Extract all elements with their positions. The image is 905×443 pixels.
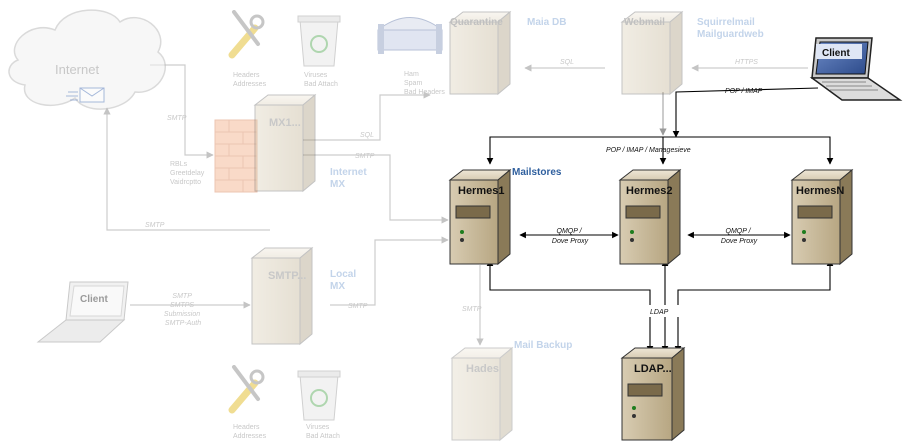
virus-bottom-label: Viruses Bad Attach <box>306 424 340 440</box>
internet-mx-label: Internet MX <box>330 167 369 190</box>
tools-bottom-icon <box>228 365 265 414</box>
ldap-link-label-bg <box>649 305 679 317</box>
internet-cloud <box>8 9 166 110</box>
internet-label: Internet <box>55 62 99 77</box>
rbl-labels: RBLs Greetdelay Vaidrcptto <box>170 161 206 186</box>
webmail-apps-label: Squirrelmail Mailguardweb <box>697 17 764 40</box>
quarantine-chest-icon <box>377 17 443 54</box>
ldap-server-label: LDAP... <box>634 363 672 375</box>
firewall-icon <box>214 119 258 193</box>
hermes2-label: Hermes2 <box>626 185 672 197</box>
client-right-label: Client <box>822 48 850 59</box>
pop-imap-label: POP / IMAP <box>725 88 763 95</box>
ldap-server-icon <box>620 346 686 442</box>
laptop-icon-faded <box>36 281 129 343</box>
client-screen-label-bg <box>816 44 862 59</box>
hermes1-label: Hermes1 <box>458 185 504 197</box>
local-mx-label: Local MX <box>330 269 359 292</box>
qmqp-label-left: QMQP / Dove Proxy <box>552 228 589 245</box>
mx-server-label: MX1... <box>269 117 301 129</box>
hermes2-server-icon <box>618 168 682 266</box>
webmail-label: Webmail <box>624 17 665 28</box>
tools-top-label: Headers Addresses <box>233 72 267 88</box>
hermes1-server-icon <box>448 168 512 266</box>
smtp-backup-label: SMTP <box>462 306 482 313</box>
smtp-local-label: SMTP <box>348 303 368 310</box>
smtp-mx-label: SMTP <box>355 153 375 160</box>
smtp-back-label: SMTP <box>145 222 165 229</box>
hermesn-server-icon <box>790 168 854 266</box>
mx-server-icon <box>253 93 317 193</box>
tools-icon <box>228 10 265 59</box>
webmail-server-icon <box>620 10 684 96</box>
quarantine-label: Quarantine <box>450 17 503 28</box>
quarantine-server-icon <box>448 10 512 96</box>
quarantine-items: Ham Spam Bad Headers <box>404 71 445 96</box>
hades-server-icon <box>450 346 514 442</box>
pop-imap-sieve-label: POP / IMAP / Managesieve <box>606 147 691 154</box>
qmqp-label-right: QMQP / Dove Proxy <box>721 228 758 245</box>
recycle-bin-bottom-icon <box>297 370 341 421</box>
virus-top-label: Viruses Bad Attach <box>304 72 338 88</box>
smtp-server-label: SMTP... <box>268 270 306 282</box>
hades-label: Hades <box>466 363 499 375</box>
envelope-icon <box>66 87 105 103</box>
sql-mx-label: SQL <box>360 132 374 139</box>
https-label: HTTPS <box>735 59 758 66</box>
tools-bottom-label: Headers Addresses <box>233 424 267 440</box>
mail-backup-label: Mail Backup <box>514 340 572 351</box>
sql-web-label: SQL <box>560 59 574 66</box>
recycle-bin-icon <box>297 15 341 67</box>
smtp-internet-label: SMTP <box>167 115 187 122</box>
ldap-link-label: LDAP <box>650 309 669 316</box>
smtp-server-icon <box>250 246 314 346</box>
mailstores-label: Mailstores <box>512 167 562 178</box>
hermesn-label: HermesN <box>796 185 844 197</box>
client-protocol-labels: SMTP SMTPS Submission SMTP-Auth <box>164 293 202 327</box>
client-left-label: Client <box>80 294 108 305</box>
faded-connectors <box>103 64 808 346</box>
maia-db-label: Maia DB <box>527 17 566 28</box>
